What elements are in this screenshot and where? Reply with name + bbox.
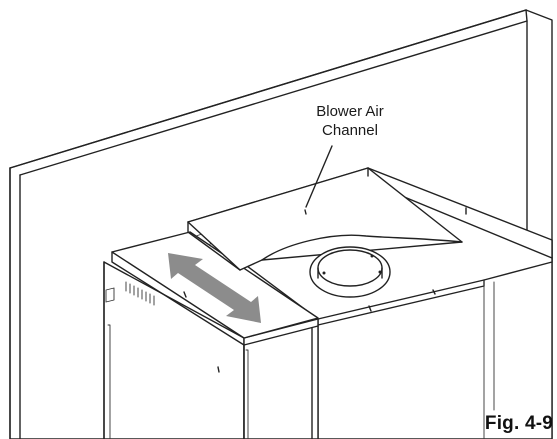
- callout-line-2: Channel: [322, 122, 378, 139]
- callout-leader-line: [305, 145, 333, 208]
- screw-marks: [304, 209, 436, 312]
- callout-line-1: Blower Air: [316, 103, 384, 120]
- slide-direction-arrow: [168, 253, 261, 323]
- callout-label: Blower Air Channel: [290, 102, 410, 140]
- figure-number: Fig. 4-9: [484, 413, 553, 434]
- firebox-left: [103, 231, 319, 439]
- flue-collar: [309, 246, 391, 298]
